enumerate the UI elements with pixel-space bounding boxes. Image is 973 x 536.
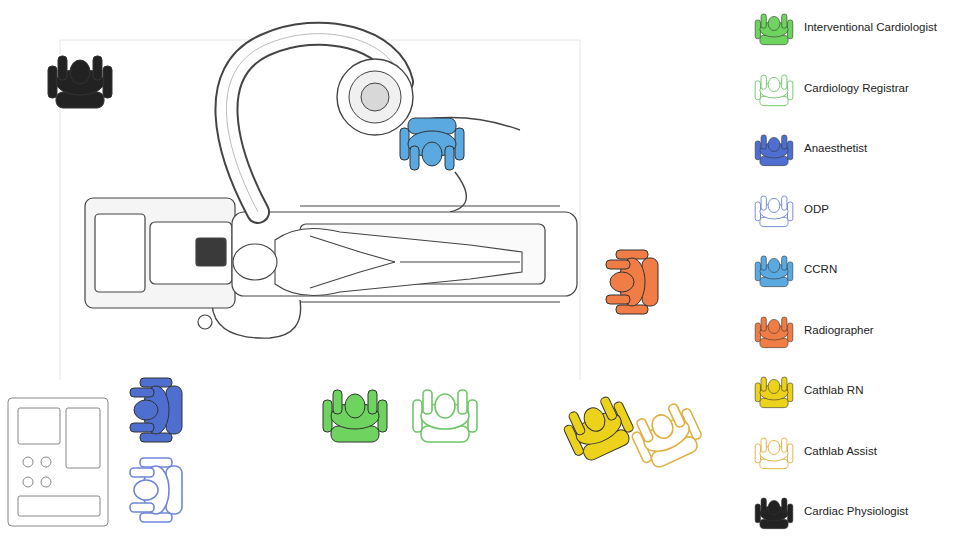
legend-entry: Cathlab RN (754, 370, 863, 410)
c-arm (226, 34, 413, 212)
legend-swatch (754, 491, 794, 531)
legend-entry: ODP (754, 189, 829, 229)
legend-entry: CCRN (754, 249, 837, 289)
person-icon (755, 256, 793, 287)
legend-entry: Cardiology Registrar (754, 68, 909, 108)
legend-label: Interventional Cardiologist (804, 21, 937, 33)
legend-entry: Interventional Cardiologist (754, 7, 937, 47)
legend-swatch (754, 310, 794, 350)
cathlab-rn-figure (559, 392, 639, 466)
legend-label: Cathlab RN (804, 384, 863, 396)
legend-label: ODP (804, 203, 829, 215)
patient-table (232, 206, 577, 302)
legend-swatch (754, 128, 794, 168)
legend-label: Radiographer (804, 324, 874, 336)
person-icon (755, 498, 793, 529)
anaesthetist-figure (130, 378, 182, 442)
interventional-cardiologist-figure (323, 390, 387, 442)
legend-label: Cathlab Assist (804, 445, 877, 457)
legend-swatch (754, 370, 794, 410)
legend-entry: Cathlab Assist (754, 431, 877, 471)
anaesthetic-machine (8, 398, 108, 526)
legend-entry: Anaesthetist (754, 128, 867, 168)
legend-label: Cardiology Registrar (804, 82, 909, 94)
legend-label: CCRN (804, 263, 837, 275)
legend-swatch (754, 249, 794, 289)
radiographer-figure (606, 250, 658, 314)
legend-label: Cardiac Physiologist (804, 505, 908, 517)
legend-label: Anaesthetist (804, 142, 867, 154)
patient (233, 228, 522, 295)
table-base (85, 198, 235, 329)
floor-lines (60, 40, 580, 380)
legend-entry: Cardiac Physiologist (754, 491, 908, 531)
cardiac-physiologist-figure (48, 56, 112, 108)
legend-entry: Radiographer (754, 310, 874, 350)
person-icon (755, 75, 793, 106)
person-icon (755, 438, 793, 469)
legend-swatch (754, 431, 794, 471)
person-icon (755, 377, 793, 408)
legend-swatch (754, 68, 794, 108)
person-icon (755, 14, 793, 45)
person-icon (755, 317, 793, 348)
cardiology-registrar-figure (413, 390, 477, 442)
legend-swatch (754, 7, 794, 47)
person-icon (755, 135, 793, 166)
ccrn-figure (400, 118, 464, 170)
legend-swatch (754, 189, 794, 229)
person-icon (755, 196, 793, 227)
cathlab-assist-figure (627, 399, 707, 473)
odp-figure (130, 458, 182, 522)
